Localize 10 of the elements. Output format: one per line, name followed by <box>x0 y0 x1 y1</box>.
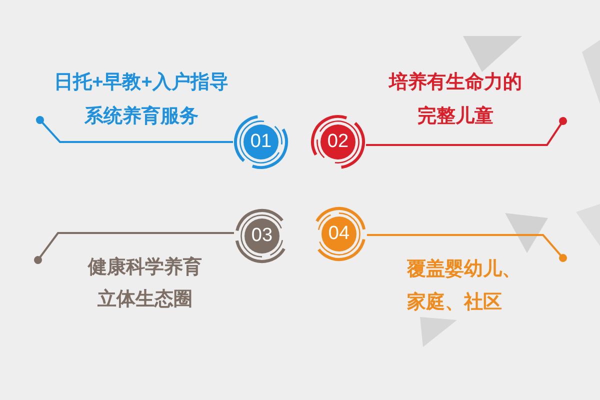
connector-line <box>36 116 233 143</box>
description-text: 日托+早教+入户指导系统养育服务 <box>53 70 230 129</box>
description-text: 健康科学养育立体生态圈 <box>86 255 203 312</box>
connector-line <box>367 234 567 262</box>
connector-line <box>34 232 234 264</box>
number-badge: 02 <box>310 114 366 170</box>
connector-line <box>366 117 567 146</box>
number-badge: 01 <box>233 114 289 170</box>
description-text: 培养有生命力的完整儿童 <box>387 70 523 129</box>
description-text: 覆盖婴幼儿、家庭、社区 <box>407 257 522 315</box>
